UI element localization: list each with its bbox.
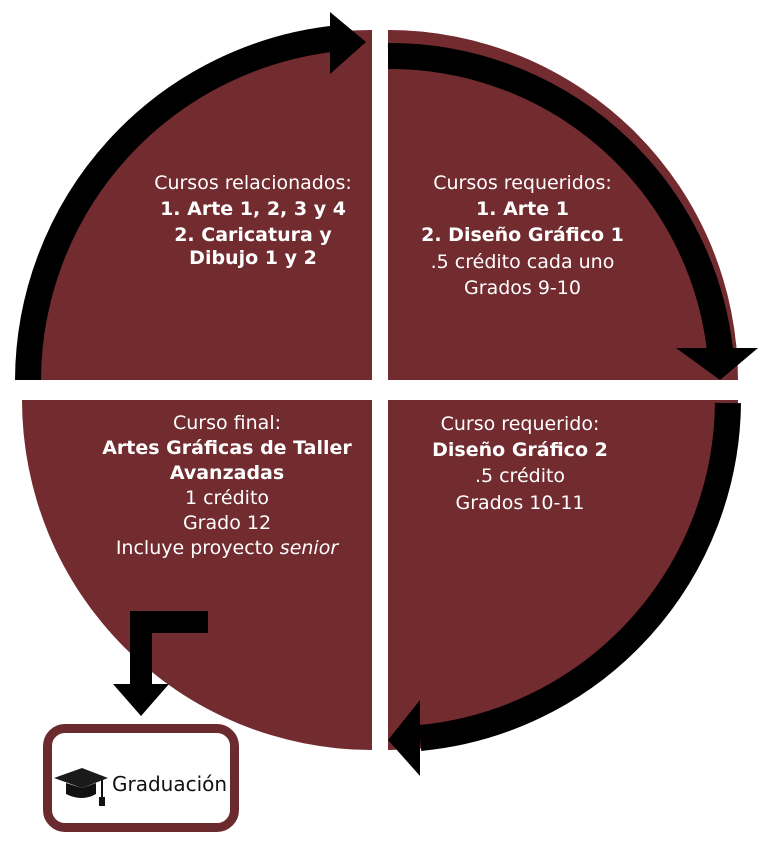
- graduation-label: Graduación: [112, 772, 228, 796]
- quadrant-text-related-courses: Cursos relacionados: 1. Arte 1, 2, 3 y 4…: [118, 170, 388, 271]
- required-heading: Cursos requeridos:: [433, 172, 612, 194]
- quadrant-bottom-left: [22, 400, 372, 750]
- final-course-line2: Avanzadas: [169, 462, 285, 485]
- graduation-cap-icon: [54, 768, 108, 806]
- quadrant-top-right: [388, 30, 738, 380]
- related-heading: Cursos relacionados:: [154, 172, 352, 194]
- quadrant-text-required-course: Curso requerido: Diseño Gráfico 2 .5 cré…: [395, 411, 645, 516]
- final-note-prefix: Incluye proyecto: [115, 537, 280, 560]
- final-credit: 1 crédito: [184, 487, 270, 510]
- related-item-2: 2. Caricatura y: [174, 224, 332, 247]
- quadrant-bottom-right: [388, 400, 738, 750]
- final-heading: Curso final:: [172, 412, 282, 434]
- related-item-1: 1. Arte 1, 2, 3 y 4: [160, 198, 346, 221]
- final-note: Incluye proyecto senior: [92, 536, 362, 561]
- required2-grades: Grados 10-11: [455, 491, 585, 514]
- final-grade: Grado 12: [182, 512, 272, 535]
- required-credit: .5 crédito cada uno: [430, 250, 615, 273]
- required-item-1: 1. Arte 1: [476, 198, 569, 221]
- related-item-3: Dibujo 1 y 2: [189, 246, 317, 269]
- final-course-line1: Artes Gráficas de Taller: [102, 437, 352, 460]
- arrow-top-left: [15, 12, 366, 381]
- arrow-bottom-right: [388, 402, 741, 776]
- quadrant-text-required-courses: Cursos requeridos: 1. Arte 1 2. Diseño G…: [395, 170, 650, 301]
- required2-credit: .5 crédito: [474, 465, 566, 488]
- arrow-to-graduation: [113, 611, 208, 716]
- required2-course: Diseño Gráfico 2: [432, 439, 608, 462]
- required-item-2: 2. Diseño Gráfico 1: [421, 224, 624, 247]
- final-note-emphasis: senior: [279, 537, 339, 560]
- required2-heading: Curso requerido:: [440, 413, 600, 435]
- quadrant-text-final-course: Curso final: Artes Gráficas de Taller Av…: [92, 411, 362, 561]
- quadrant-top-left: [22, 30, 372, 380]
- arrow-top-right: [387, 42, 758, 380]
- required-grades: Grados 9-10: [464, 276, 581, 299]
